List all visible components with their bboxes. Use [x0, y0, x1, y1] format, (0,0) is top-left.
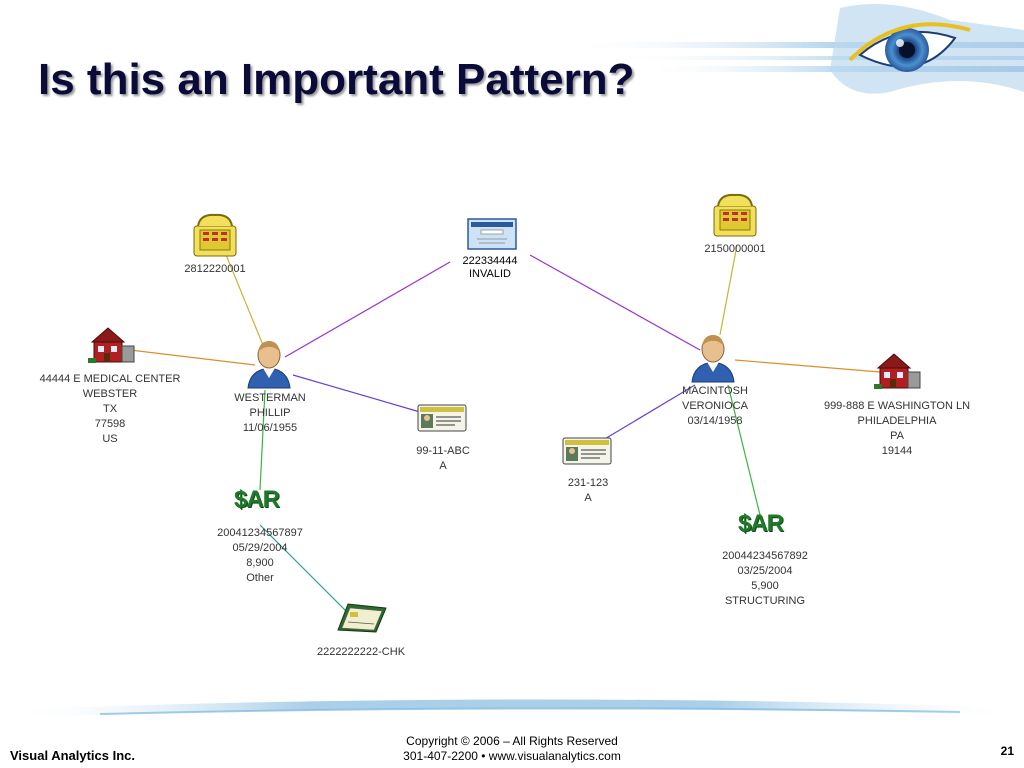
link-account [259, 524, 351, 616]
license-card-icon[interactable] [562, 437, 612, 465]
house-icon[interactable] [872, 350, 922, 390]
house-icon[interactable] [86, 324, 136, 364]
license-card-icon[interactable] [417, 404, 467, 432]
link-phone-left [221, 244, 266, 351]
person-icon[interactable] [688, 332, 738, 384]
link-address-left [129, 349, 256, 366]
license-left-label: 99-11-ABC A [416, 445, 470, 472]
license-right-label: 231-123 A [567, 477, 609, 504]
phone-icon[interactable] [710, 192, 760, 238]
phone-right-label: 2150000001 [704, 243, 766, 255]
person-icon[interactable] [244, 338, 294, 390]
link-ssn-right [529, 254, 701, 351]
sar-icon[interactable]: $AR [234, 486, 280, 513]
link-ssn-left [284, 261, 451, 358]
address-left-label: 44444 E MEDICAL CENTER WEBSTER TX 77598 … [39, 373, 181, 445]
phone-left-label: 2812220001 [184, 263, 246, 275]
page-title: Is this an Important Pattern? [38, 55, 635, 105]
account-label: 2222222222-CHK [316, 646, 406, 658]
ssn-label: 222334444 INVALID [462, 255, 518, 280]
checkbook-icon[interactable] [336, 600, 388, 634]
link-license-right [602, 384, 696, 441]
link-address-right [734, 359, 881, 373]
sar-right-label: 20044234567892 03/25/2004 5,900 STRUCTUR… [722, 550, 808, 607]
link-license-left [292, 374, 421, 413]
company-name: Visual Analytics Inc. [10, 748, 135, 763]
sar-left-label: 20041234567897 05/29/2004 8,900 Other [217, 527, 303, 584]
ssn-card-icon[interactable] [467, 218, 517, 250]
header-swoosh [560, 4, 1024, 94]
footer-copyright: Copyright © 2006 – All Rights Reserved 3… [403, 734, 621, 763]
sar-icon[interactable]: $AR [738, 510, 784, 537]
page-number: 21 [1000, 744, 1014, 758]
person-right-label: MACINTOSH VERONIOCA 03/14/1958 [681, 385, 749, 427]
link-sar-left [259, 389, 266, 491]
link-phone-right [719, 244, 738, 336]
address-right-label: 999-888 E WASHINGTON LN PHILADELPHIA PA … [823, 400, 971, 457]
footer-band [0, 699, 1024, 718]
eye-icon [848, 22, 971, 72]
person-left-label: WESTERMAN PHILLIP 11/06/1955 [234, 392, 306, 434]
phone-icon[interactable] [190, 212, 240, 258]
link-sar-right [727, 384, 761, 516]
